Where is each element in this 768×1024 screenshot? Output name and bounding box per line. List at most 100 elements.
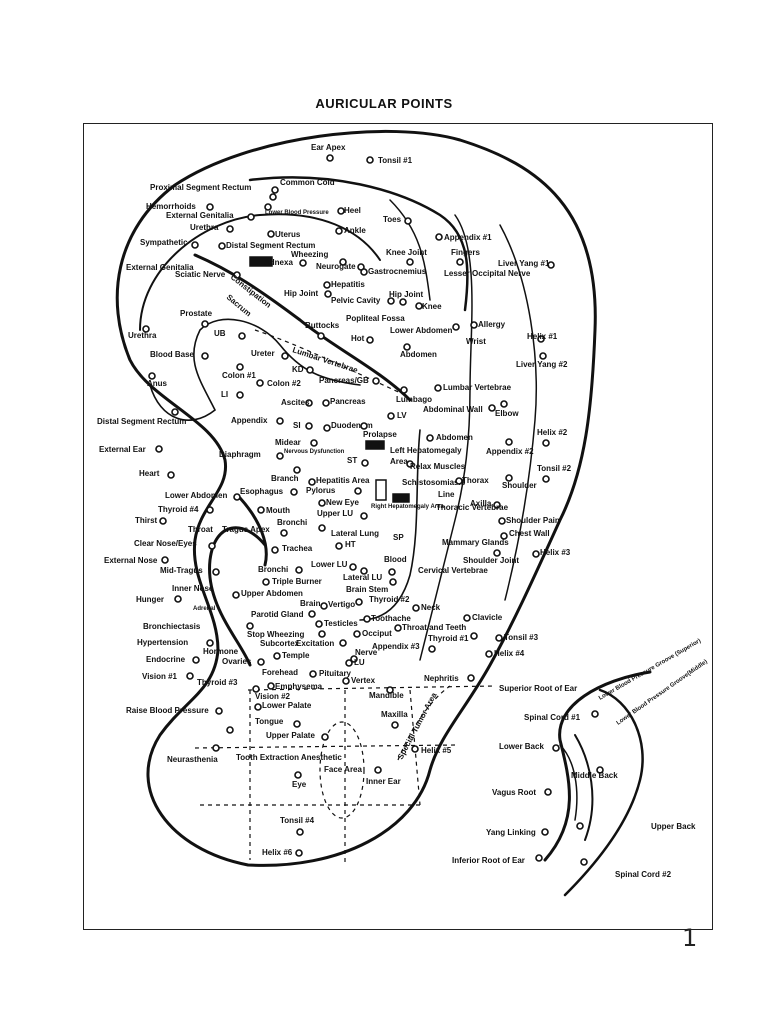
point-label-mouth: Mouth xyxy=(266,506,290,515)
point-gastrocnemius: Gastrocnemius xyxy=(360,267,427,276)
point-label-brain-stem: Brain Stem xyxy=(346,585,388,594)
point-label-toothache: Toothache xyxy=(371,614,411,623)
point-label-schistosomiasis: Schistosomiasis xyxy=(402,478,466,487)
point-label-brain: Brain xyxy=(300,599,321,608)
point-diaphragm: Diaphragm xyxy=(219,450,284,460)
point-marker-duodenum xyxy=(323,424,331,432)
point-label-thirst: Thirst xyxy=(135,516,158,525)
point-label-nerve: Nerve xyxy=(355,648,378,657)
point-label-spinal-cord-1: Spinal Cord #1 xyxy=(524,713,581,722)
point-marker-brain-stem xyxy=(389,578,397,586)
point-label-clavicle: Clavicle xyxy=(472,613,503,622)
point-marker-helix-1 xyxy=(537,335,545,343)
point-subcortex: Subcortex xyxy=(260,639,300,648)
point-marker-li xyxy=(236,391,244,399)
point-label-external-genitalia-upper: External Genitalia xyxy=(166,211,234,220)
point-label-throat: Throat xyxy=(188,525,213,534)
point-marker-bronchi-upper xyxy=(318,524,326,532)
point-label-area: Area xyxy=(390,457,408,466)
point-label-wrist: Wrist xyxy=(466,337,486,346)
point-marker-upper-back xyxy=(576,822,584,830)
point-spinal-cord-2: Spinal Cord #2 xyxy=(580,858,672,879)
point-marker-vision-2 xyxy=(252,685,260,693)
point-distal-segment-rectum-upper: Distal Segment Rectum xyxy=(218,241,315,250)
point-marker-fingers xyxy=(456,258,464,266)
point-label-heel: Heel xyxy=(344,206,361,215)
scapha-line xyxy=(389,199,431,301)
point-hip-joint-a: Hip Joint xyxy=(284,289,332,298)
point-marker-tragus-apex xyxy=(280,529,288,537)
point-tonsil-3: Tonsil #3 xyxy=(495,633,539,642)
point-marker-vertigo xyxy=(320,602,328,610)
point-marker-pancreas xyxy=(322,399,330,407)
point-adrenal: Adrenal xyxy=(193,606,216,612)
point-pylorus: Pylorus xyxy=(306,486,362,495)
point-label-superior-root-of-ear: Superior Root of Ear xyxy=(499,684,577,693)
point-appendix-3: Appendix #3 xyxy=(372,642,436,653)
point-appendix-1: Appendix #1 xyxy=(435,233,492,242)
point-label-wheezing-upper: Wheezing xyxy=(291,250,328,259)
point-popliteal-fossa: Popliteal Fossa xyxy=(346,314,405,323)
point-label-parotid-gland: Parotid Gland xyxy=(251,610,304,619)
point-label-ureter: Ureter xyxy=(251,349,275,358)
point-label-hepatitis-area: Hepatitis Area xyxy=(316,476,370,485)
point-bronchiectasis: Bronchiectasis xyxy=(143,622,254,631)
point-label-lower-abdomen-upper: Lower Abdomen xyxy=(390,326,452,335)
point-marker-lower-palate xyxy=(254,703,262,711)
point-lu: LU xyxy=(345,658,365,667)
point-inner-ear: Inner Ear xyxy=(366,766,401,786)
point-label-trachea: Trachea xyxy=(282,544,313,553)
point-label-blood: Blood xyxy=(384,555,407,564)
point-label-middle-back: Middle Back xyxy=(571,771,618,780)
point-chest-wall: Chest Wall xyxy=(500,529,550,540)
point-label-popliteal-fossa: Popliteal Fossa xyxy=(346,314,405,323)
point-label-neck: Neck xyxy=(421,603,441,612)
point-label-hormone: Hormone xyxy=(203,647,239,656)
point-marker-si xyxy=(305,422,313,430)
point-trachea: Trachea xyxy=(271,544,313,554)
point-ankle: Ankle xyxy=(335,226,366,235)
point-marker-external-nose xyxy=(161,556,169,564)
point-label-colon-1: Colon #1 xyxy=(222,371,256,380)
point-marker-thirst xyxy=(159,517,167,525)
point-marker-neurasthenia xyxy=(212,744,220,752)
point-marker-lower-blood-pressure xyxy=(264,203,272,211)
point-marker-hip-joint-a xyxy=(324,290,332,298)
point-urethra-upper: Urethra xyxy=(190,223,234,233)
point-label-tonsil-2: Tonsil #2 xyxy=(537,464,572,473)
point-label-external-ear: External Ear xyxy=(99,445,146,454)
point-marker-proximal-segment-rectum xyxy=(269,193,277,201)
point-marker-shoulder-pain xyxy=(498,517,506,525)
point-thorax: Thorax xyxy=(455,476,489,485)
point-marker-distal-segment-rectum-upper xyxy=(218,242,226,250)
point-marker-upper-lu xyxy=(360,512,368,520)
point-st: ST xyxy=(347,456,369,467)
constipation-marker xyxy=(249,256,273,267)
point-label-thyroid-2: Thyroid #2 xyxy=(369,595,410,604)
point-marker-distal-segment-rectum-left xyxy=(171,408,179,416)
point-vision-2: Vision #2 xyxy=(252,685,291,701)
back-ear-groove xyxy=(574,734,594,841)
point-marker-hemorrhoids xyxy=(206,203,214,211)
point-lateral-lu: Lateral LU xyxy=(343,567,382,582)
point-label-lower-palate: Lower Palate xyxy=(262,701,312,710)
point-marker-nephritis xyxy=(467,674,475,682)
point-right-hepatomegaly-area: Right Hepatomegaly Area xyxy=(371,504,444,510)
point-marker-hepatitis-area xyxy=(308,478,316,486)
point-uterus: Uterus xyxy=(267,230,301,239)
point-marker-helix-4 xyxy=(485,650,493,658)
point-label-throat-and-teeth: Throat and Teeth xyxy=(402,623,466,632)
point-label-tonsil-4: Tonsil #4 xyxy=(280,816,315,825)
point-marker-abdomen-right xyxy=(426,434,434,442)
page-title: AURICULAR POINTS xyxy=(315,96,453,111)
point-label-upper-palate: Upper Palate xyxy=(266,731,315,740)
tumor-area-line xyxy=(397,685,451,761)
point-label-occiput: Occiput xyxy=(362,629,392,638)
point-lower-lu: Lower LU xyxy=(311,560,357,571)
point-marker-lower-abdomen-left xyxy=(233,493,241,501)
point-ovaries: Ovaries xyxy=(222,657,265,666)
point-label-lower-lu: Lower LU xyxy=(311,560,348,569)
point-marker-upper-palate xyxy=(321,733,329,741)
point-superior-root-of-ear: Superior Root of Ear xyxy=(499,684,577,693)
point-external-nose: External Nose xyxy=(104,556,169,565)
